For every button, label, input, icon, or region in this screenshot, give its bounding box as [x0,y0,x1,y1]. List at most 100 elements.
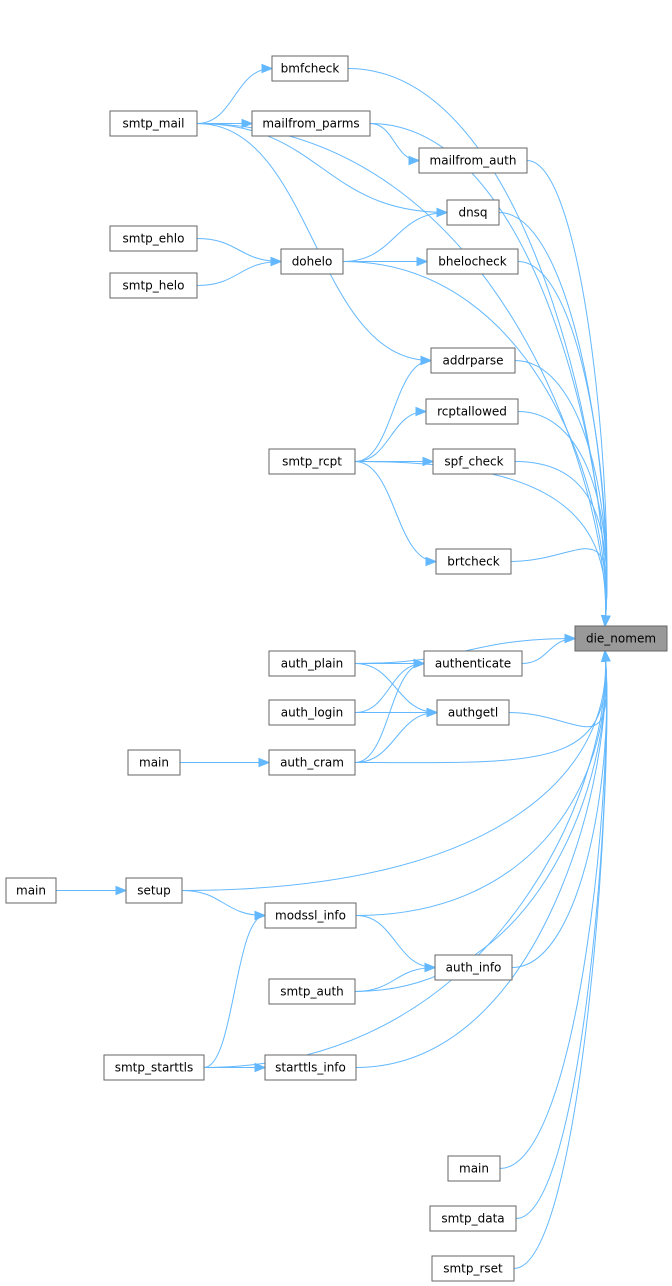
graph-node-smtp-auth[interactable]: smtp_auth [268,978,356,1005]
node-label: smtp_ehlo [123,232,185,246]
graph-node-authgetl[interactable]: authgetl [436,699,510,726]
edge-smtp_starttls-to-die_nomem [203,650,607,1068]
arrowhead-main_2-to-setup [115,885,128,896]
node-box [435,548,512,575]
node-label: main [139,756,169,770]
graph-node-smtp-helo[interactable]: smtp_helo [109,272,198,299]
arrowhead-smtp_starttls-to-modssl_info [254,910,267,921]
arrowhead-smtp_mail-to-bmfcheck [261,63,274,74]
node-label: rcptallowed [437,405,507,419]
arrowhead-smtp_mail-to-mailfrom_parms [241,118,254,129]
graph-node-auth-info[interactable]: auth_info [434,954,513,981]
graph-node-rcptallowed[interactable]: rcptallowed [425,398,519,425]
node-label: smtp_auth [280,985,344,999]
edge-mailfrom_parms-to-mailfrom_auth [369,123,420,161]
graph-node-auth-plain[interactable]: auth_plain [268,650,356,677]
node-box [447,1155,501,1182]
node-box [268,699,356,726]
edge-smtp_ehlo-to-dohelo [196,238,282,262]
node-label: auth_cram [280,756,344,770]
arrowhead-smtp_auth-to-auth_info [424,962,437,973]
edge-brtcheck-to-die_nomem [510,548,608,627]
node-box [423,650,523,677]
graph-node-spf-check[interactable]: spf_check [432,448,516,475]
edge-bhelocheck-to-die_nomem [517,261,608,627]
edge-smtp_rcpt-to-rcptallowed [354,411,427,462]
graph-node-main-3[interactable]: main [447,1155,501,1182]
graph-node-modssl-info[interactable]: modssl_info [264,902,357,929]
graph-node-smtp-mail[interactable]: smtp_mail [109,110,198,137]
graph-node-main-1[interactable]: main [127,749,181,776]
node-box [430,347,516,374]
graph-node-main-2[interactable]: main [5,877,57,904]
graph-node-smtp-rcpt[interactable]: smtp_rcpt [268,448,356,475]
arrowhead-auth_cram-to-authenticate [413,658,426,669]
edge-addrparse-to-die_nomem [514,360,608,627]
graph-node-mailfrom-auth[interactable]: mailfrom_auth [418,147,528,174]
graph-node-auth-login[interactable]: auth_login [268,699,356,726]
graph-node-authenticate[interactable]: authenticate [423,650,523,677]
node-label: smtp_data [441,1212,504,1226]
graph-node-smtp-data[interactable]: smtp_data [429,1205,517,1232]
graph-node-bmfcheck[interactable]: bmfcheck [271,55,349,82]
node-box [5,877,57,904]
node-box [264,1054,357,1081]
graph-edges [56,63,611,1269]
arrowhead-mailfrom_parms-to-mailfrom_auth [408,155,421,166]
graph-node-dohelo[interactable]: dohelo [280,248,344,275]
node-box [251,110,371,137]
node-label: auth_login [281,706,344,720]
edge-mailfrom_parms-to-die_nomem [369,123,607,627]
node-box [103,1054,205,1081]
edge-setup-to-die_nomem [181,650,607,891]
node-label: main [16,884,46,898]
edge-setup-to-modssl_info [181,890,266,916]
node-label: addrparse [442,354,503,368]
arrowhead-smtp_rcpt-to-spf_check [422,456,435,467]
edge-modssl_info-to-die_nomem [355,650,607,916]
graph-node-dnsq[interactable]: dnsq [446,199,500,226]
graph-node-bhelocheck[interactable]: bhelocheck [426,248,519,275]
node-label: bmfcheck [281,62,340,76]
edge-smtp_rcpt-to-brtcheck [354,461,437,562]
graph-node-auth-cram[interactable]: auth_cram [268,749,356,776]
node-label: authenticate [435,657,511,671]
edge-smtp_rcpt-to-addrparse [354,360,432,462]
edge-authenticate-to-die_nomem [521,638,576,664]
node-box [268,749,356,776]
graph-node-smtp-starttls[interactable]: smtp_starttls [103,1054,205,1081]
graph-node-brtcheck[interactable]: brtcheck [435,548,512,575]
graph-node-starttls-info[interactable]: starttls_info [264,1054,357,1081]
node-box [436,699,510,726]
node-box [125,877,183,904]
node-box [127,749,181,776]
node-label: mailfrom_parms [262,117,359,131]
graph-node-smtp-ehlo[interactable]: smtp_ehlo [109,225,198,252]
arrowhead-dohelo-to-bhelocheck [416,256,429,267]
node-box [109,272,198,299]
node-label: authgetl [448,706,498,720]
node-box [268,978,356,1005]
arrowhead-auth_cram-to-authgetl [426,707,439,718]
graph-node-setup[interactable]: setup [125,877,183,904]
edge-smtp_rcpt-to-die_nomem [354,461,607,627]
node-label: mailfrom_auth [430,154,517,168]
graph-node-mailfrom-parms[interactable]: mailfrom_parms [251,110,371,137]
node-label: spf_check [444,455,503,469]
node-box [109,110,198,137]
graph-node-die-nomem[interactable]: die_nomem [574,625,668,652]
edge-mailfrom_auth-to-die_nomem [526,160,608,627]
edge-dohelo-to-dnsq [342,212,448,262]
arrowhead-smtp_helo-to-dohelo [270,256,283,267]
edge-smtp_auth-to-auth_info [354,967,436,992]
node-box [434,954,513,981]
arrowhead-main_1-to-auth_cram [258,757,271,768]
edge-smtp_starttls-to-modssl_info [203,915,266,1068]
node-label: bhelocheck [438,255,506,269]
node-label: dnsq [458,206,487,220]
graph-node-smtp-rset[interactable]: smtp_rset [431,1255,515,1282]
arrowhead-smtp_rset-to-die_nomem [601,649,611,662]
node-box [425,398,519,425]
graph-node-addrparse[interactable]: addrparse [430,347,516,374]
edge-starttls_info-to-die_nomem [355,650,607,1068]
